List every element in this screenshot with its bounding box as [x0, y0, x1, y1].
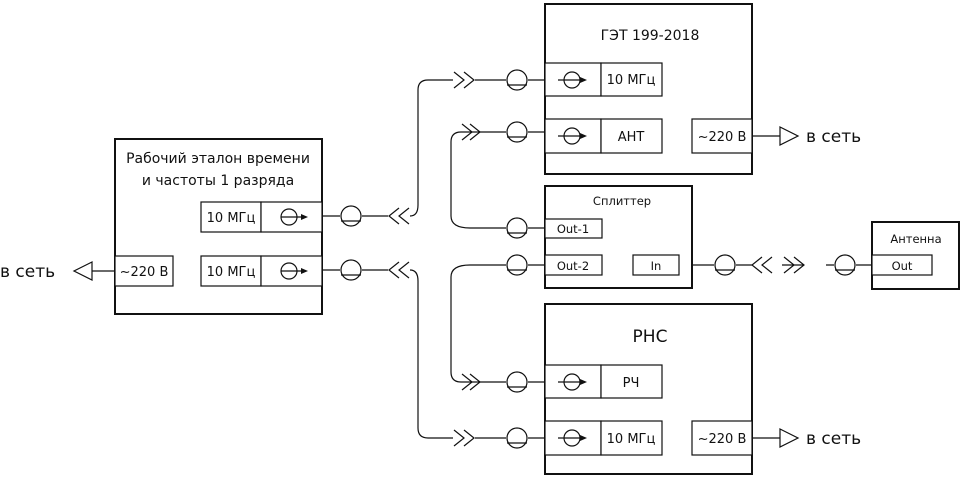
antenna-port-out: [871, 254, 933, 276]
signal-output-icon: [280, 262, 308, 280]
cable-chevrons: [388, 71, 805, 447]
splitter-port-out1-label: Out-1: [557, 222, 589, 236]
mains-arrow-icon: [72, 261, 93, 281]
get-block: ГЭТ 199-2018 10 МГц АНТ ~220 В: [544, 3, 753, 175]
mains-label-get: в сеть: [806, 127, 861, 147]
signal-input-icon: [558, 71, 587, 89]
working-standard-port-out2-label: 10 МГц: [207, 265, 256, 280]
working-standard-port-out1-label: 10 МГц: [207, 211, 256, 226]
mains-arrows: в сеть в сеть в сеть: [0, 126, 861, 449]
working-standard-title-line2: и частоты 1 разряда: [142, 173, 294, 189]
mains-arrow-icon: [779, 126, 800, 146]
working-standard-block: Рабочий эталон времени и частоты 1 разря…: [114, 138, 323, 315]
mains-label-left: в сеть: [0, 262, 55, 282]
connector-get-10mhz: [506, 69, 528, 91]
mains-label-rns: в сеть: [806, 429, 861, 449]
wires: [92, 79, 872, 439]
signal-output-icon: [280, 208, 308, 226]
antenna-port-out-label: Out: [892, 259, 913, 273]
connector-splitter-out2: [506, 254, 528, 276]
signal-input-icon: [558, 429, 587, 447]
get-port-ant: [600, 118, 663, 154]
rns-port-rf-label: РЧ: [623, 376, 640, 391]
chevron-icon: [461, 123, 481, 141]
rns-title: РНС: [633, 327, 668, 347]
connector-rns-rf: [506, 371, 528, 393]
splitter-title: Сплиттер: [593, 194, 651, 208]
rns-port-rf: [600, 364, 663, 399]
wire-splitter-out1-to-get-ant: [450, 131, 545, 229]
working-standard-title-line1: Рабочий эталон времени: [126, 151, 310, 167]
get-power-label: ~220 В: [698, 130, 747, 145]
wire-std-to-get-10mhz: [322, 79, 545, 217]
get-port-10mhz: [600, 62, 663, 97]
get-title: ГЭТ 199-2018: [601, 28, 700, 44]
chevron-icon: [388, 207, 410, 225]
mains-arrow-icon: [779, 428, 800, 448]
antenna-title: Антенна: [890, 232, 941, 246]
connector-splitter-out1: [506, 217, 528, 239]
connector-std-out2: [340, 259, 362, 281]
splitter-port-out2-label: Out-2: [557, 259, 589, 273]
rns-power-label: ~220 В: [698, 432, 747, 447]
signal-input-icon: [558, 127, 587, 145]
signal-input-icon: [558, 373, 587, 391]
get-power-port: [691, 118, 753, 154]
chevron-icon: [751, 256, 773, 274]
working-standard-port-out1: [200, 201, 262, 233]
working-standard-output-symbol-2: [260, 255, 323, 287]
connector-get-ant: [506, 121, 528, 143]
get-port-10mhz-label: 10 МГц: [607, 73, 656, 88]
chevron-icon: [453, 429, 475, 447]
connector-antenna-out: [834, 254, 856, 276]
antenna-block: Антенна Out: [871, 221, 960, 290]
rns-port-10mhz: [600, 420, 663, 456]
chevron-icon: [461, 373, 481, 391]
splitter-port-in: [632, 254, 680, 276]
connector-std-out1: [340, 205, 362, 227]
wire-std-to-rns-10mhz: [322, 269, 545, 439]
splitter-port-out2: [544, 254, 603, 276]
working-standard-power-port: [114, 255, 174, 287]
rns-port-10mhz-label: 10 МГц: [607, 432, 656, 447]
get-port-ant-label: АНТ: [618, 130, 645, 145]
connector-circles: [340, 69, 856, 449]
working-standard-power-label: ~220 В: [120, 265, 169, 280]
chevron-icon: [453, 71, 475, 89]
rns-power-port: [691, 420, 753, 456]
wire-splitter-out2-to-rns-rf: [450, 264, 545, 383]
connector-rns-10mhz: [506, 427, 528, 449]
working-standard-port-out2: [200, 255, 262, 287]
splitter-port-out1: [544, 218, 603, 239]
splitter-block: Сплиттер Out-1 Out-2 In: [544, 185, 693, 289]
rns-block: РНС РЧ 10 МГц ~220 В: [544, 303, 753, 475]
chevron-icon: [783, 256, 805, 274]
splitter-port-in-label: In: [651, 259, 662, 273]
connector-splitter-in: [714, 254, 736, 276]
chevron-icon: [388, 261, 410, 279]
